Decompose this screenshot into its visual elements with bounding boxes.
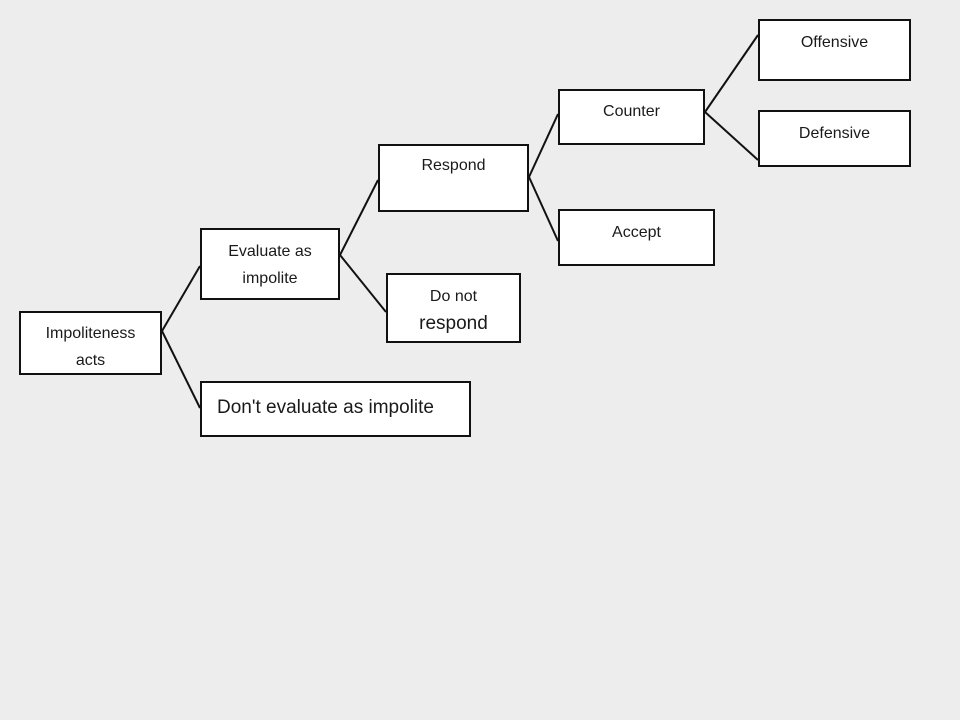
node-impoliteness-acts-line2: acts bbox=[75, 352, 106, 369]
edge-counter-defensive bbox=[704, 111, 759, 161]
edge-acts-evaluate bbox=[161, 265, 201, 332]
node-impoliteness-acts: Impoliteness acts bbox=[19, 311, 162, 375]
node-evaluate-line1: Evaluate as bbox=[228, 243, 312, 260]
node-evaluate-as-impolite: Evaluate as impolite bbox=[200, 228, 340, 300]
edge-counter-offensive bbox=[704, 34, 759, 113]
edge-evaluate-do-not-respond bbox=[339, 254, 387, 313]
node-counter-label: Counter bbox=[603, 103, 660, 120]
node-accept: Accept bbox=[558, 209, 715, 266]
edge-acts-dont-evaluate bbox=[161, 330, 201, 409]
edge-evaluate-respond bbox=[339, 179, 379, 256]
node-respond-label: Respond bbox=[421, 157, 486, 174]
node-offensive-label: Offensive bbox=[800, 34, 869, 51]
node-dont-evaluate-as-impolite: Don't evaluate as impolite bbox=[200, 381, 471, 437]
node-respond: Respond bbox=[378, 144, 529, 212]
node-dont-evaluate-label: Don't evaluate as impolite bbox=[217, 397, 434, 418]
node-evaluate-line2: impolite bbox=[242, 270, 298, 287]
node-offensive: Offensive bbox=[758, 19, 911, 81]
node-impoliteness-acts-line1: Impoliteness bbox=[45, 325, 136, 342]
node-defensive: Defensive bbox=[758, 110, 911, 167]
node-defensive-label: Defensive bbox=[798, 125, 871, 142]
node-do-not-respond: Do not respond bbox=[386, 273, 521, 343]
node-do-not-respond-line2: respond bbox=[419, 313, 488, 334]
edge-respond-counter bbox=[528, 113, 559, 178]
edge-respond-accept bbox=[528, 176, 559, 242]
node-do-not-respond-line1: Do not bbox=[429, 288, 478, 305]
node-accept-label: Accept bbox=[612, 224, 661, 241]
node-counter: Counter bbox=[558, 89, 705, 145]
